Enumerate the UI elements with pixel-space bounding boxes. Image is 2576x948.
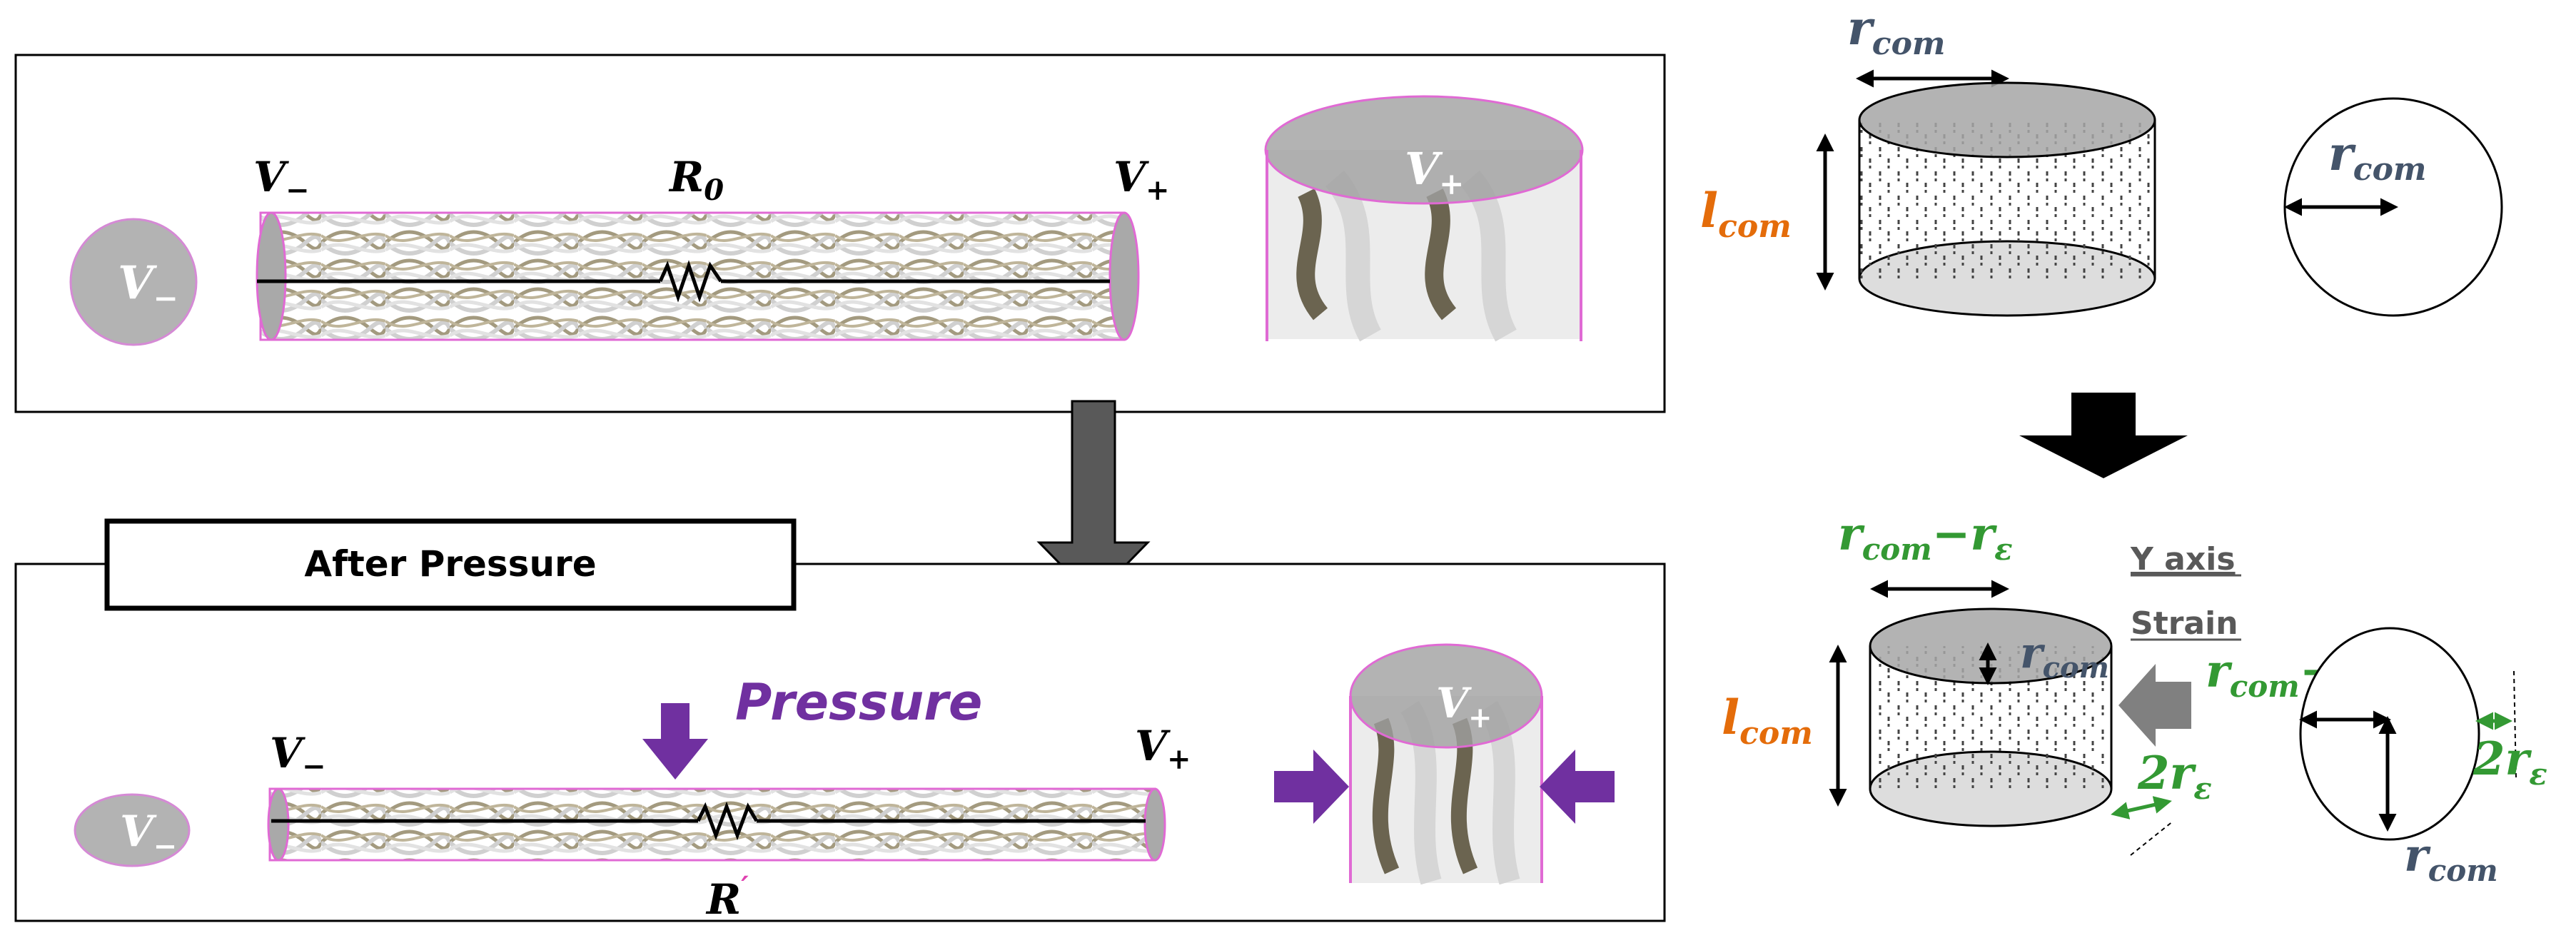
down-arrow-right bbox=[2019, 393, 2188, 478]
rb-ellipse-two-r-eps: 2rε bbox=[2473, 732, 2547, 792]
bottom-v-minus: V− bbox=[270, 729, 326, 783]
bottom-v-plus: V+ bbox=[1135, 722, 1191, 776]
rb-inner-r-com: rcom bbox=[2020, 628, 2109, 685]
after-pressure-title: After Pressure bbox=[304, 543, 596, 585]
right-bottom: rcom−rε Y axis Strain rcom lcom 2rε rcom… bbox=[1722, 508, 2547, 888]
bottom-disc-label: V− bbox=[120, 807, 177, 863]
top-panel: V− V− R0 V+ V+ bbox=[14, 54, 1666, 413]
rb-r-diff: rcom−rε bbox=[1838, 508, 2013, 567]
rb-cylinder bbox=[1869, 607, 2113, 827]
rb-ellipse bbox=[2299, 627, 2480, 841]
bottom-disc bbox=[74, 793, 191, 867]
top-v-plus: V+ bbox=[1113, 153, 1170, 207]
bottom-zoom-label: V+ bbox=[1436, 679, 1492, 735]
pressure-label: Pressure bbox=[735, 673, 982, 732]
rt-cylinder bbox=[1858, 81, 2156, 317]
rb-ellipse-r-com: rcom bbox=[2404, 829, 2498, 888]
bottom-zoom-cylinder bbox=[1349, 643, 1543, 885]
bottom-panel: After Pressure V− Pressure V− V+ R′ V+ bbox=[14, 518, 1666, 924]
bottom-r-prime: R′ bbox=[705, 870, 749, 924]
pressure-down-arrow bbox=[642, 703, 708, 780]
bottom-fiber-cylinder bbox=[267, 787, 1166, 862]
rt-l-com: lcom bbox=[1700, 183, 1792, 245]
rt-r-com: rcom bbox=[1847, 0, 1945, 62]
rb-dash-guide bbox=[2130, 820, 2174, 856]
pressure-right-arrow bbox=[1540, 750, 1615, 824]
rb-y-axis-label: Y axis bbox=[2130, 541, 2236, 578]
rb-l-com: lcom bbox=[1722, 690, 1813, 752]
top-zoom-cylinder bbox=[1264, 95, 1584, 342]
rb-strain-label: Strain bbox=[2131, 605, 2238, 642]
top-r0: R0 bbox=[668, 153, 724, 207]
top-resistor bbox=[658, 260, 723, 303]
top-zoom-label: V+ bbox=[1405, 143, 1464, 201]
top-fiber-cylinder bbox=[256, 211, 1140, 341]
top-disc bbox=[69, 218, 198, 346]
pressure-left-arrow bbox=[1274, 750, 1349, 824]
bottom-resistor bbox=[696, 801, 759, 841]
rb-two-r-eps: 2rε bbox=[2137, 747, 2212, 806]
right-top: rcom lcom rcom bbox=[1700, 0, 2503, 317]
after-pressure-box bbox=[104, 518, 797, 611]
rb-strain-arrow bbox=[2118, 664, 2191, 747]
top-v-minus: V− bbox=[253, 153, 310, 207]
rb-y-axis-strain: Y axis Strain bbox=[2130, 541, 2241, 642]
rb-two-r-eps-arrow bbox=[2111, 796, 2172, 820]
top-disc-label: V− bbox=[118, 256, 178, 316]
rt-circle-r-com: rcom bbox=[2328, 126, 2426, 188]
rb-ellipse-dash-guide bbox=[2513, 670, 2517, 779]
